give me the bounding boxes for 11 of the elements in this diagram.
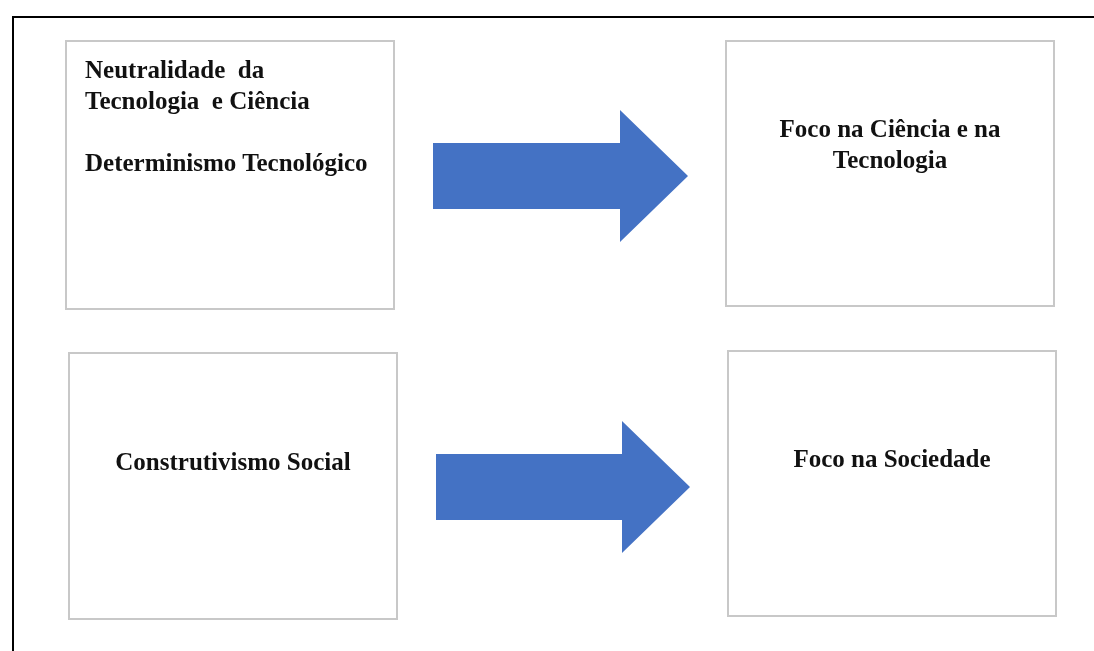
box-text: Foco na Sociedade bbox=[793, 444, 991, 474]
box-text: Construtivismo Social bbox=[115, 446, 351, 477]
text-box bbox=[68, 352, 398, 620]
box-text: Foco na Ciência e na Tecnologia bbox=[778, 113, 1002, 175]
text-box bbox=[727, 350, 1057, 617]
text-box bbox=[65, 40, 395, 310]
text-box bbox=[725, 40, 1055, 307]
box-text: Neutralidade da Tecnologia e Ciência bbox=[85, 55, 311, 116]
block-arrow bbox=[436, 421, 690, 553]
block-arrow bbox=[433, 110, 688, 242]
box-text: Determinismo Tecnológico bbox=[85, 148, 369, 178]
